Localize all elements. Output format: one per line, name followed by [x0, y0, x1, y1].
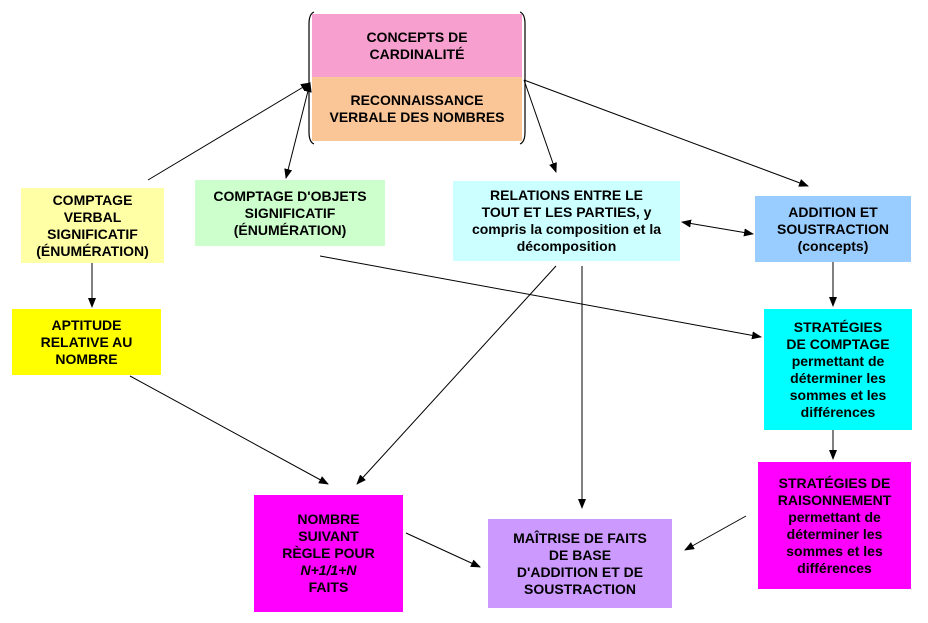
arrow-cardinalite-to-comptage-verbal: [147, 82, 311, 181]
node-maitrise-line-4: SOUSTRACTION: [524, 580, 636, 597]
node-raisonnement-line-1: STRATÉGIES DE: [778, 474, 891, 491]
node-strategies-comptage-line-3: permettant de: [791, 352, 885, 369]
node-nombre-suivant-line-3: RÈGLE POUR: [282, 545, 375, 561]
arrow-cardinalite-to-comptage-objets: [284, 82, 312, 179]
arrow-aptitude-to-nombre-suivant: [129, 375, 329, 485]
node-reconnaissance-line-2: VERBALE DES NOMBRES: [329, 109, 505, 125]
node-aptitude-line-3: NOMBRE: [55, 350, 118, 367]
node-nombre-suivant-line-4: N+1/1+N: [300, 562, 357, 578]
arrow-comptage-objets-to-strategies-comptage: [319, 255, 762, 340]
node-aptitude-line-2: RELATIVE AU: [40, 333, 133, 350]
node-maitrise-faits: MAÎTRISE DE FAITS DE BASE D'ADDITION ET …: [488, 519, 672, 608]
node-reconnaissance-line-1: RECONNAISSANCE: [350, 92, 484, 108]
node-comptage-objets: COMPTAGE D'OBJETS SIGNIFICATIF (ÉNUMÉRAT…: [195, 180, 385, 246]
arrow-cardinalite-to-addition: [523, 79, 809, 187]
arrow-cardinalite-to-relations: [523, 79, 557, 173]
node-aptitude-line-1: APTITUDE: [51, 316, 122, 333]
node-addition-soustraction: ADDITION ET SOUSTRACTION (concepts): [755, 196, 911, 262]
node-comptage-verbal-line-2: VERBAL: [63, 208, 122, 225]
node-comptage-objets-line-3: (ÉNUMÉRATION): [233, 221, 347, 238]
node-cardinalite-line-1: CONCEPTS DE: [366, 28, 468, 45]
node-nombre-suivant-line-2: SUIVANT: [298, 528, 359, 544]
node-relations-line-1: RELATIONS ENTRE LE: [490, 187, 643, 203]
node-strategies-comptage: STRATÉGIES DE COMPTAGE permettant de dét…: [764, 309, 912, 430]
arrow-relations-to-nombre-suivant: [356, 265, 557, 485]
node-aptitude-nombre: APTITUDE RELATIVE AU NOMBRE: [12, 309, 161, 375]
node-addition-line-3: (concepts): [797, 237, 869, 254]
node-raisonnement-line-5: sommes et les: [786, 542, 883, 559]
node-relations-line-2: TOUT ET LES PARTIES, y: [481, 204, 652, 220]
node-strategies-comptage-line-4: déterminer les: [790, 369, 886, 386]
node-maitrise-line-2: DE BASE: [548, 546, 612, 563]
node-maitrise-line-1: MAÎTRISE DE FAITS: [513, 529, 647, 546]
node-raisonnement-line-6: différences: [797, 559, 872, 576]
node-raisonnement-line-2: RAISONNEMENT: [777, 491, 892, 508]
arrow-nombre-suivant-to-maitrise: [405, 532, 481, 568]
node-addition-line-1: ADDITION ET: [788, 203, 878, 220]
node-comptage-verbal-line-1: COMPTAGE: [52, 191, 133, 208]
node-comptage-verbal-line-3: SIGNIFICATIF: [47, 225, 138, 242]
node-maitrise-line-3: D'ADDITION ET DE: [516, 563, 644, 580]
node-strategies-comptage-line-6: différences: [800, 403, 876, 420]
node-comptage-verbal-line-4: (ÉNUMÉRATION): [36, 242, 149, 259]
node-comptage-objets-line-2: SIGNIFICATIF: [244, 204, 336, 221]
node-relations-tout-parties: RELATIONS ENTRE LE TOUT ET LES PARTIES, …: [453, 181, 680, 261]
node-addition-line-2: SOUSTRACTION: [777, 220, 889, 237]
node-strategies-raisonnement: STRATÉGIES DE RAISONNEMENT permettant de…: [758, 462, 911, 589]
node-nombre-suivant-line-1: NOMBRE: [297, 511, 360, 527]
node-nombre-suivant: NOMBRE SUIVANT RÈGLE POUR N+1/1+N FAITS: [254, 495, 403, 612]
node-cardinalite-line-2: CARDINALITÉ: [369, 45, 465, 62]
node-reconnaissance-verbale: RECONNAISSANCE VERBALE DES NOMBRES: [312, 77, 522, 141]
top-node-brackets: [308, 11, 526, 145]
node-raisonnement-line-4: déterminer les: [786, 525, 883, 542]
arrow-raisonnement-to-maitrise: [684, 515, 747, 551]
node-relations-line-4: décomposition: [516, 238, 617, 254]
node-nombre-suivant-line-5: FAITS: [308, 579, 349, 595]
node-raisonnement-line-3: permettant de: [788, 508, 881, 525]
arrow-relations-addition: [681, 219, 754, 237]
node-comptage-verbal: COMPTAGE VERBAL SIGNIFICATIF (ÉNUMÉRATIO…: [21, 188, 164, 263]
node-relations-line-3: compris la composition et la: [471, 221, 662, 237]
node-comptage-objets-line-1: COMPTAGE D'OBJETS: [213, 187, 367, 204]
node-strategies-comptage-line-1: STRATÉGIES: [793, 318, 883, 335]
node-strategies-comptage-line-5: sommes et les: [789, 386, 887, 403]
node-cardinalite: CONCEPTS DE CARDINALITÉ: [312, 14, 522, 77]
node-strategies-comptage-line-2: DE COMPTAGE: [786, 335, 890, 352]
